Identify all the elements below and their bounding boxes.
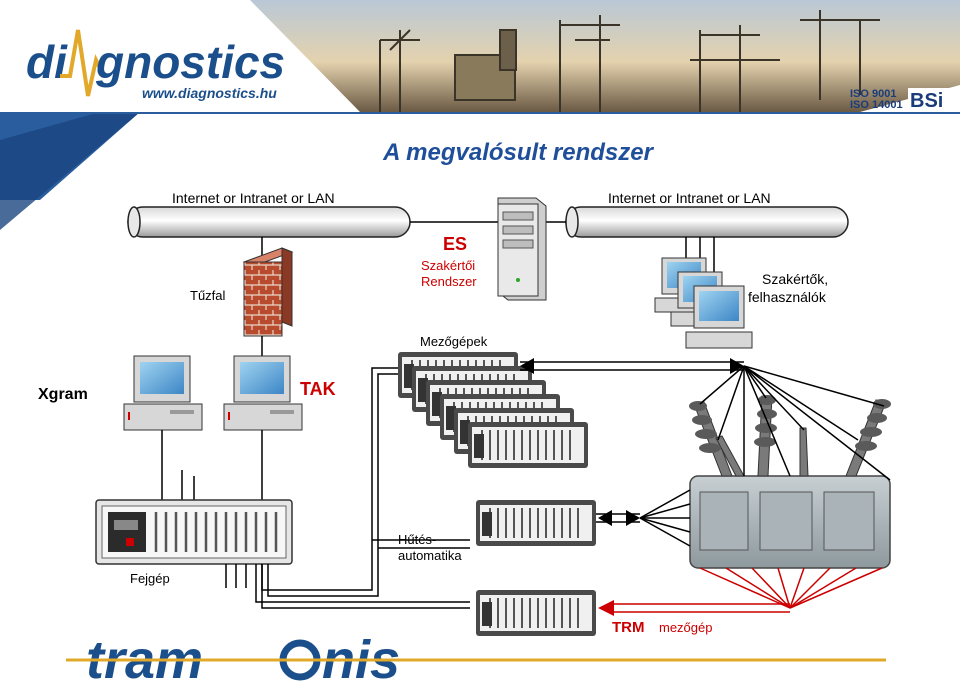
expert-system-server-icon — [497, 197, 547, 301]
header-photo — [250, 0, 960, 112]
experts-line2: felhasználók — [748, 289, 827, 305]
cooling-line2: automatika — [398, 548, 462, 563]
header-banner — [0, 0, 960, 230]
firewall-icon — [242, 247, 294, 337]
head-machine-icon — [95, 499, 293, 565]
es-line2: Rendszer — [421, 274, 477, 289]
sensor-lines — [520, 361, 891, 481]
xgram-label: Xgram — [38, 386, 88, 403]
network-label-right: Internet or Intranet or LAN — [608, 190, 771, 206]
logo-pulse-icon — [60, 29, 106, 97]
experts-line1: Szakértők, — [762, 271, 828, 287]
diagnostics-logo: di gnostics www.diagnostics.hu — [26, 29, 285, 101]
network-pipe-left — [127, 206, 411, 238]
head-machine-label: Fejgép — [130, 571, 170, 586]
left-blue-corner-dark — [0, 112, 140, 230]
iso-badge: ISO 9001 ISO 14001 BSi — [850, 88, 950, 112]
es-title: ES — [443, 234, 467, 254]
bus-lines — [255, 367, 470, 609]
firewall-label: Tűzfal — [190, 288, 226, 303]
trm-device-icon — [475, 589, 597, 637]
network-pipe-right — [565, 206, 849, 238]
slide-title: A megvalósult rendszer — [382, 139, 655, 166]
es-line1: Szakértői — [421, 258, 475, 273]
tak-label: TAK — [300, 379, 336, 399]
iso-14001: ISO 14001 — [850, 99, 903, 111]
tramonis-logo: tram nis — [66, 630, 886, 688]
cooling-line1: Hűtés- — [398, 532, 436, 547]
iso-9001: ISO 9001 — [850, 88, 896, 100]
logo-di-text: di — [26, 36, 68, 88]
field-devices-label: Mezőgépek — [420, 334, 488, 349]
cooling-automation-icon — [475, 499, 597, 547]
trm-sub-label: mezőgép — [659, 620, 712, 635]
logo-url: www.diagnostics.hu — [142, 85, 277, 101]
network-label-left: Internet or Intranet or LAN — [172, 190, 335, 206]
tak-pc-icon — [223, 355, 303, 431]
expert-pc-icon-3 — [685, 285, 753, 349]
power-station-silhouette — [379, 10, 880, 112]
bsi-logo: BSi — [910, 90, 943, 112]
header-stripe-top — [0, 0, 140, 30]
trm-sensor-lines — [612, 567, 883, 613]
transformer-icon — [689, 395, 891, 569]
trm-label: TRM — [612, 619, 645, 636]
xgram-pc-icon — [123, 355, 203, 431]
logo-gnostics-text: gnostics — [95, 36, 285, 88]
